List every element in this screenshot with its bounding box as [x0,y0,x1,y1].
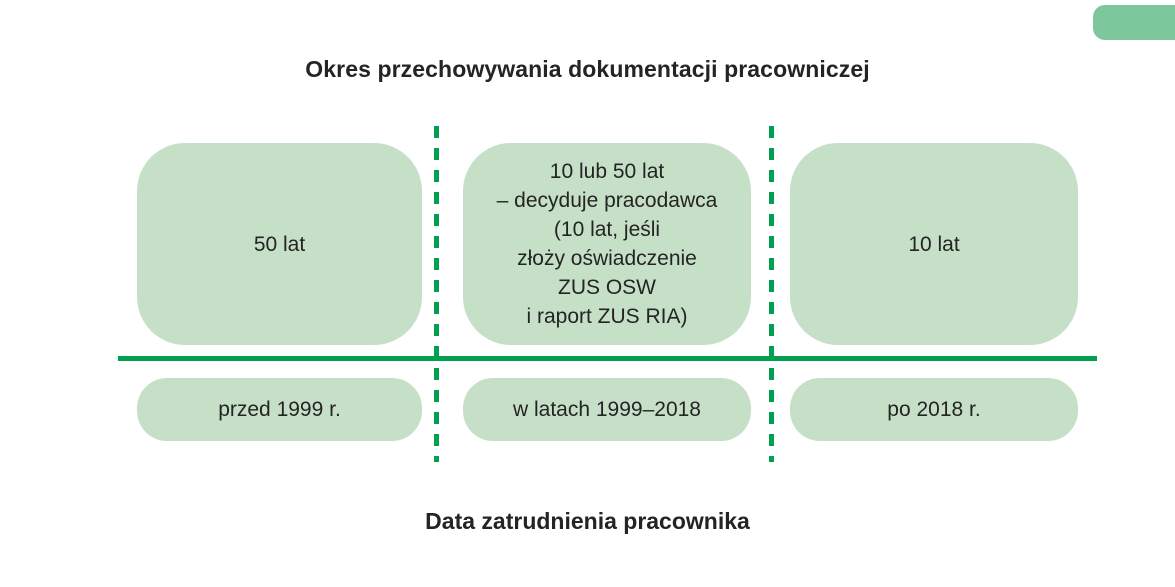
divider-dashed-left [434,126,439,462]
employment-box-1999-2018: w latach 1999–2018 [463,378,751,441]
page-title: Okres przechowywania dokumentacji pracow… [305,56,870,82]
timeline-axis-line [118,356,1097,361]
retention-box-1999-2018: 10 lub 50 lat – decyduje pracodawca (10 … [463,143,751,345]
employment-box-before-1999: przed 1999 r. [137,378,422,441]
corner-decoration [1093,5,1175,40]
employment-box-after-2018: po 2018 r. [790,378,1078,441]
bottom-axis-label: Data zatrudnienia pracownika [425,508,750,534]
retention-box-before-1999: 50 lat [137,143,422,345]
divider-dashed-right [769,126,774,462]
retention-box-after-2018: 10 lat [790,143,1078,345]
